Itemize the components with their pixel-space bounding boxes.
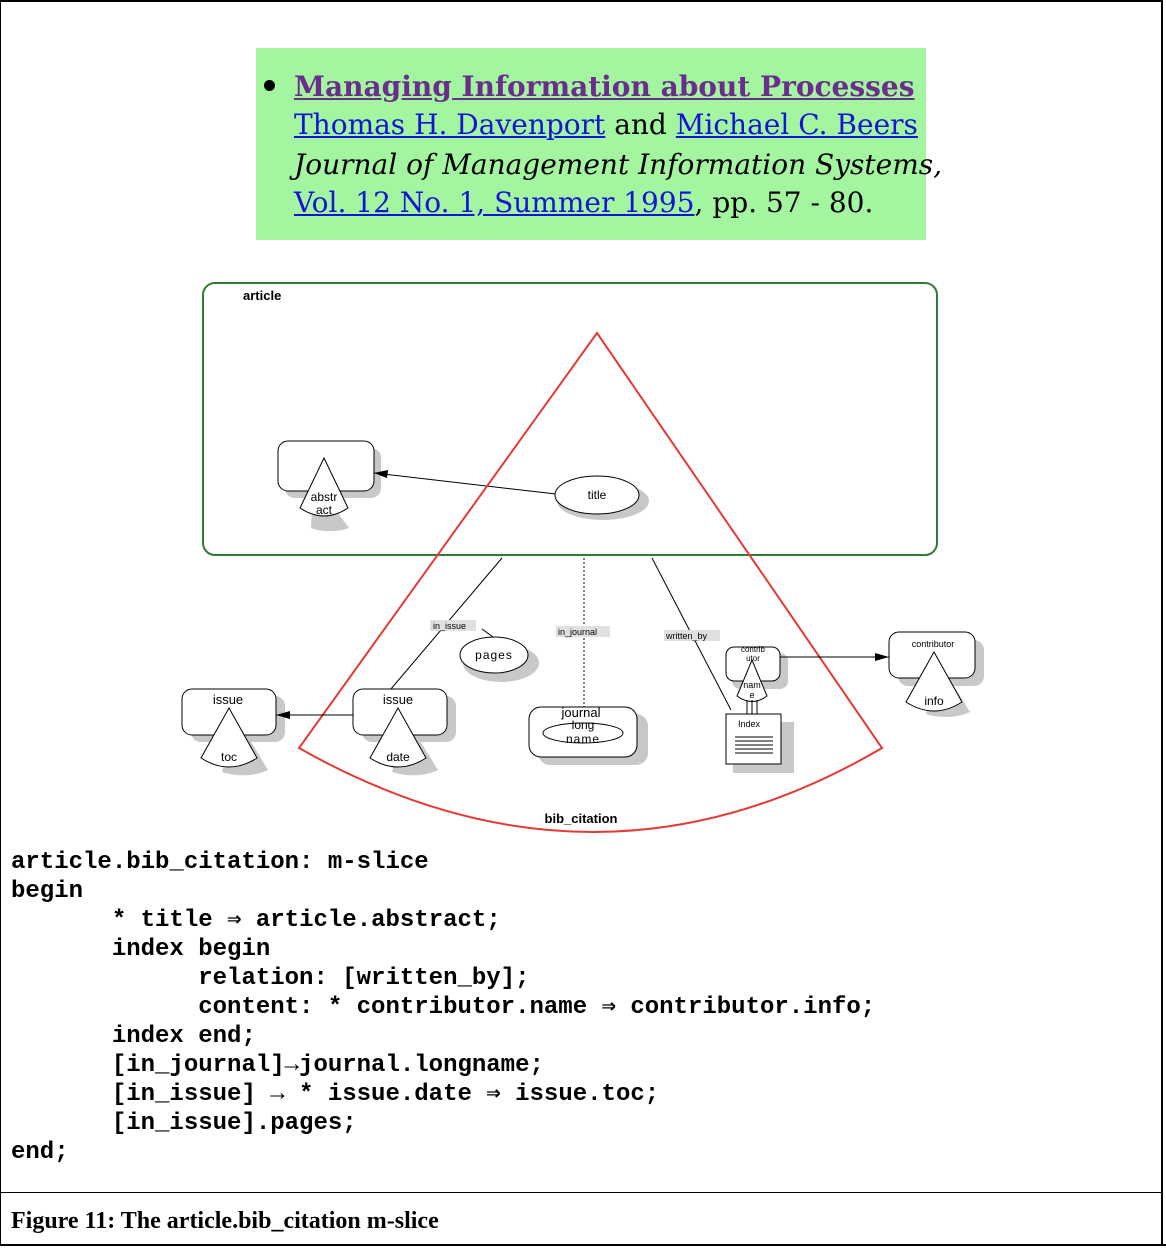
citation-volume-line: Vol. 12 No. 1, Summer 1995, pp. 57 - 80. xyxy=(294,188,873,218)
svg-text:journal: journal xyxy=(560,705,600,720)
arrowhead-icon xyxy=(374,470,388,478)
code-line: * title ⇒ article.abstract; xyxy=(11,907,501,934)
code-line: begin xyxy=(11,878,84,905)
journal-name: Journal of Management Information System… xyxy=(294,148,943,181)
svg-text:name: name xyxy=(566,732,600,746)
title-node-label: title xyxy=(588,488,607,502)
title-node xyxy=(554,475,640,515)
title-to-abstract-arrow xyxy=(373,472,557,495)
svg-text:Index: Index xyxy=(738,719,761,729)
bullet-icon xyxy=(264,80,275,91)
article-label: article xyxy=(243,288,281,303)
index-node: Index xyxy=(725,713,794,773)
journal-node: journal long name xyxy=(528,705,648,765)
code-line: [in_issue].pages; xyxy=(11,1110,357,1137)
svg-text:nam: nam xyxy=(743,680,761,690)
svg-text:pages: pages xyxy=(475,648,513,662)
svg-text:toc: toc xyxy=(221,750,237,764)
citation-title-link[interactable]: Managing Information about Processes xyxy=(294,70,915,103)
svg-text:issue: issue xyxy=(213,692,243,707)
author-link-2[interactable]: Michael C. Beers xyxy=(675,108,918,141)
arrowhead-icon xyxy=(875,653,889,661)
figure-caption: Figure 11: The article.bib_citation m-sl… xyxy=(11,1208,439,1234)
in-journal-tag xyxy=(556,626,610,637)
contributor-name-node: contrib utor nam e xyxy=(725,645,788,702)
code-line: article.bib_citation: m-slice xyxy=(11,849,429,876)
svg-text:written_by: written_by xyxy=(665,631,708,641)
code-line: end; xyxy=(11,1139,69,1166)
abstract-node: abstr act xyxy=(277,440,381,532)
code-line: [in_issue] → * issue.date ⇒ issue.toc; xyxy=(11,1081,660,1108)
svg-text:in_issue: in_issue xyxy=(433,621,466,631)
svg-text:in_journal: in_journal xyxy=(558,627,597,637)
issue-date-node: issue date xyxy=(352,688,456,776)
svg-text:act: act xyxy=(316,503,333,517)
code-line: [in_journal]→journal.longname; xyxy=(11,1052,544,1079)
code-line: relation: [written_by]; xyxy=(11,965,530,992)
svg-text:contrib: contrib xyxy=(741,645,766,654)
pages-text: , pp. 57 - 80. xyxy=(694,186,874,219)
author-link-1[interactable]: Thomas H. Davenport xyxy=(294,108,606,141)
svg-text:utor: utor xyxy=(746,654,760,663)
code-line: index end; xyxy=(11,1023,256,1050)
arrowhead-icon xyxy=(276,711,290,719)
volume-link[interactable]: Vol. 12 No. 1, Summer 1995 xyxy=(294,186,695,219)
pages-node xyxy=(459,636,529,674)
contributor-info-node: contributor info xyxy=(888,631,984,717)
citation-authors-line: Thomas H. Davenport and Michael C. Beers xyxy=(294,110,918,140)
article-box xyxy=(202,282,938,556)
in-issue-tag xyxy=(430,620,476,631)
bib-citation-label: bib_citation xyxy=(545,811,618,826)
m-slice-diagram: article abstr act title bib_citation in_… xyxy=(181,282,984,833)
svg-text:long: long xyxy=(572,718,595,732)
code-line: index begin xyxy=(11,936,271,963)
bib-citation-slice xyxy=(297,331,884,833)
citation-box: Managing Information about Processes Tho… xyxy=(256,48,942,240)
svg-text:issue: issue xyxy=(383,692,413,707)
svg-text:contributor: contributor xyxy=(912,639,955,649)
svg-text:info: info xyxy=(924,694,944,708)
svg-text:e: e xyxy=(749,690,754,700)
and-text: and xyxy=(614,108,667,141)
issue-toc-node: issue toc xyxy=(181,688,285,776)
citation-title-line: Managing Information about Processes xyxy=(294,72,914,102)
bottom-rule xyxy=(0,1244,1166,1246)
written-by-tag xyxy=(664,630,720,641)
svg-text:date: date xyxy=(386,750,410,764)
svg-text:abstr: abstr xyxy=(311,490,338,504)
code-line: content: * contributor.name ⇒ contributo… xyxy=(11,994,876,1021)
caption-rule xyxy=(0,1192,1163,1193)
